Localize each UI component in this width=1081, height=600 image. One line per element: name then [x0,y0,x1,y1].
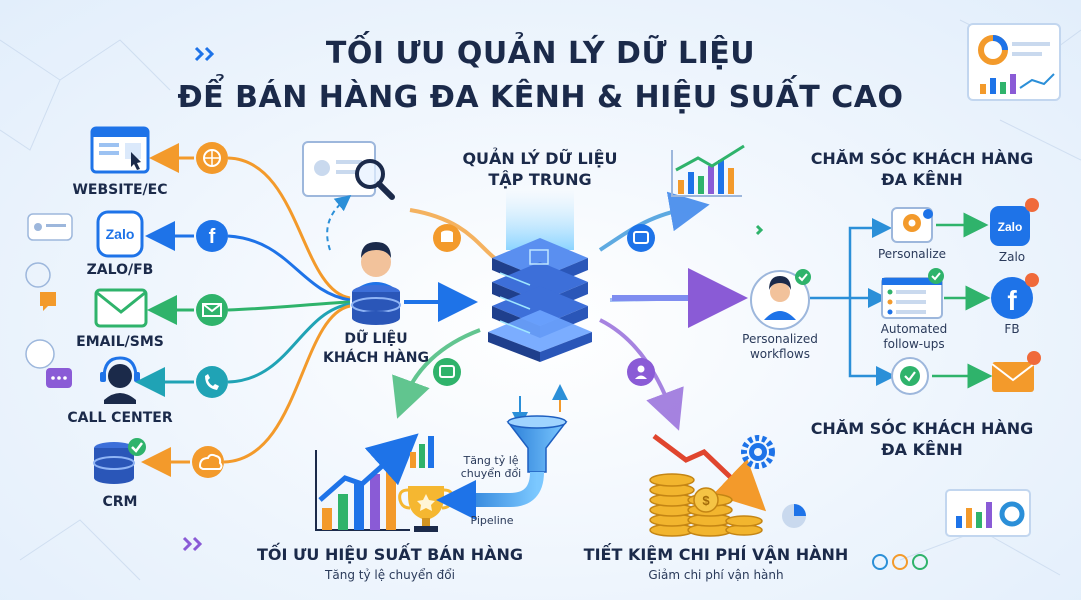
svg-text:Zalo: Zalo [106,226,135,242]
workflows-line1: Personalized [742,332,818,346]
channel-email-icon [94,288,148,328]
dashed-arrow [326,194,352,251]
step-label-followups: Automated follow-ups [880,322,948,351]
customer-data-icon [351,242,401,325]
customer-data-label: DỮ LIỆU KHÁCH HÀNG [316,330,436,368]
channel-crm-icon [93,438,146,484]
central-heading: QUẢN LÝ DỮ LIỆU TẬP TRUNG [440,148,640,190]
chevron-decor [182,46,764,552]
step-to-target-arrows [932,212,993,389]
svg-text:Zalo: Zalo [998,220,1023,234]
customer-data-line2: KHÁCH HÀNG [322,350,430,366]
workflows-label: Personalized workflows [724,332,836,362]
coins-icon: $ [649,434,806,537]
care-top-line2: ĐA KÊNH [881,170,963,189]
costs-subtitle: Giảm chi phí vận hành [648,568,784,582]
sales-title: TỐI ƯU HIỆU SUẤT BÁN HÀNG [256,545,524,564]
channel-label-zalo: ZALO/FB [86,262,154,278]
care-heading-top: CHĂM SÓC KHÁCH HÀNG ĐA KÊNH [792,148,1052,190]
step-check-icon [891,357,929,395]
workflow-person-icon [750,269,811,330]
funnel-line2: chuyển đổi [460,467,522,480]
dashboard-decor-bottom [945,489,1031,537]
costs-title: TIẾT KIỆM CHI PHÍ VẬN HÀNH [583,545,849,564]
dot-decor [872,554,928,570]
central-line2: TẬP TRUNG [488,170,592,189]
workflow-branches [810,218,896,386]
target-email-icon [991,351,1041,392]
server-satellite-icons [433,224,655,386]
target-label-zalo: Zalo [998,250,1026,264]
step-personalize-icon [891,207,933,243]
target-facebook-icon: f [991,273,1039,319]
channel-bubbles: f [192,142,228,478]
channel-label-crm: CRM [102,494,138,510]
funnel-icon [436,384,568,520]
svg-text:$: $ [702,493,710,508]
funnel-label: Tăng tỷ lệ chuyển đổi [456,454,526,480]
sales-subtitle: Tăng tỷ lệ chuyển đổi [325,568,455,582]
page-title-line2: ĐỂ BÁN HÀNG ĐA KÊNH & HIỆU SUẤT CAO [177,80,904,115]
channel-label-callcenter: CALL CENTER [67,410,173,426]
channel-to-customer-curves [223,156,351,464]
channel-label-website: WEBSITE/EC [72,182,168,198]
side-decor-icons [25,213,73,388]
growth-chart-icon [671,144,745,197]
target-zalo-icon: Zalo [990,198,1039,246]
dashboard-decor [967,23,1061,101]
central-line1: QUẢN LÝ DỮ LIỆU [462,149,618,168]
care-top-line1: CHĂM SÓC KHÁCH HÀNG [810,149,1034,168]
page-title-line1: TỐI ƯU QUẢN LÝ DỮ LIỆU [325,36,756,71]
funnel-line1: Tăng tỷ lệ [463,454,519,467]
channel-arrows-left [135,143,194,477]
workflows-line2: workflows [749,347,810,361]
step-followup-icon [881,268,944,319]
care-heading-bottom: CHĂM SÓC KHÁCH HÀNG ĐA KÊNH [792,418,1052,460]
target-label-fb: FB [1004,322,1020,336]
channel-website-icon [90,126,150,174]
channel-label-email: EMAIL/SMS [76,334,164,350]
pipeline-label: Pipeline [470,514,514,527]
care-bottom-line2: ĐA KÊNH [881,440,963,459]
central-server-icon [392,190,710,431]
svg-text:f: f [1007,285,1017,316]
step-label-personalize: Personalize [877,247,947,261]
sales-chart-icon [315,433,454,532]
profile-search-icon [302,141,395,200]
care-bottom-line1: CHĂM SÓC KHÁCH HÀNG [810,419,1034,438]
channel-zalo-icon: Zalo [96,210,144,258]
svg-text:f: f [209,226,216,248]
channel-callcenter-icon [100,356,140,404]
customer-data-line1: DỮ LIỆU [344,331,408,347]
